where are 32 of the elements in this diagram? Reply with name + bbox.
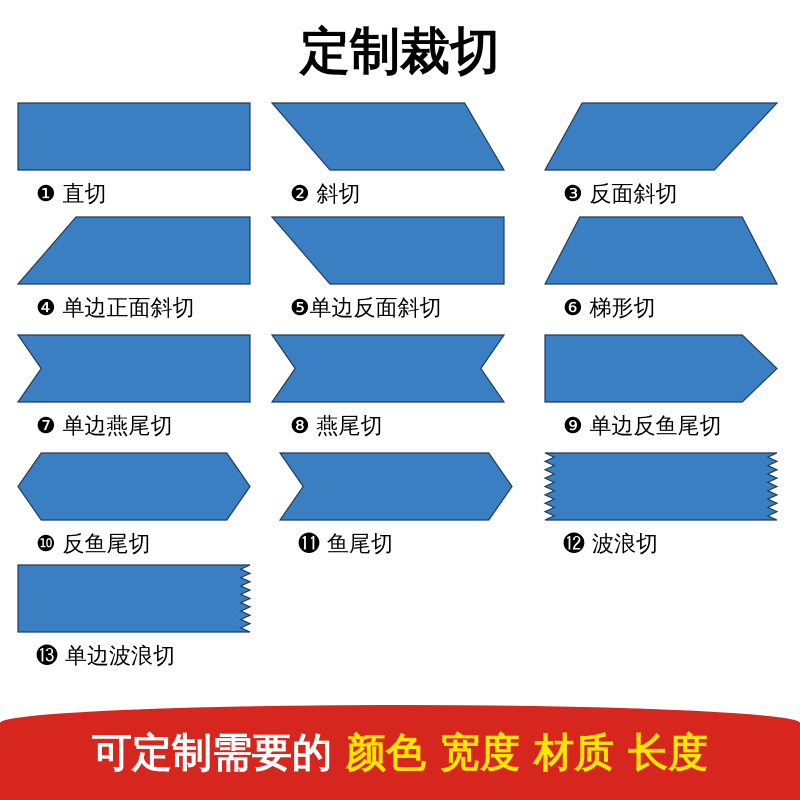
ribbon-shape bbox=[545, 103, 777, 170]
ribbon-shape bbox=[272, 103, 504, 170]
highlight-word: 宽度 bbox=[440, 729, 520, 778]
ribbon-shape bbox=[272, 217, 504, 284]
ribbon-shape bbox=[18, 453, 250, 520]
cut-label: ❾ 单边反鱼尾切 bbox=[563, 413, 722, 441]
cut-label: ⓫ 鱼尾切 bbox=[298, 531, 393, 559]
ribbon-shape bbox=[545, 217, 777, 284]
cut-label: ❺单边反面斜切 bbox=[290, 295, 442, 323]
ribbon-shape bbox=[18, 103, 250, 170]
cut-label: ❸ 反面斜切 bbox=[563, 181, 678, 209]
ribbon-shape bbox=[545, 335, 777, 402]
ribbon-shape bbox=[18, 335, 250, 402]
cut-label: ⓬ 波浪切 bbox=[563, 531, 658, 559]
ribbon-shape bbox=[272, 335, 504, 402]
highlight-word: 颜色 bbox=[346, 729, 426, 778]
ribbon-shape bbox=[280, 453, 512, 520]
page-title: 定制裁切 bbox=[298, 21, 501, 82]
cut-label: ❽ 燕尾切 bbox=[290, 413, 383, 441]
promo-text: 可定制需要的 bbox=[92, 729, 332, 778]
cut-label: ❻ 梯形切 bbox=[563, 295, 656, 323]
highlight-word: 长度 bbox=[628, 729, 708, 778]
ribbon-shape bbox=[545, 453, 777, 520]
cut-label: ❶ 直切 bbox=[36, 181, 107, 209]
cut-label: ⓭ 单边波浪切 bbox=[36, 643, 175, 671]
cut-label: ❷ 斜切 bbox=[290, 181, 361, 209]
cut-label: ❿ 反鱼尾切 bbox=[36, 531, 151, 559]
cut-label: ❹ 单边正面斜切 bbox=[36, 295, 195, 323]
highlight-word: 材质 bbox=[534, 729, 614, 778]
ribbon-shape bbox=[18, 565, 250, 632]
cut-label: ❼ 单边燕尾切 bbox=[36, 413, 173, 441]
ribbon-shape bbox=[18, 217, 250, 284]
